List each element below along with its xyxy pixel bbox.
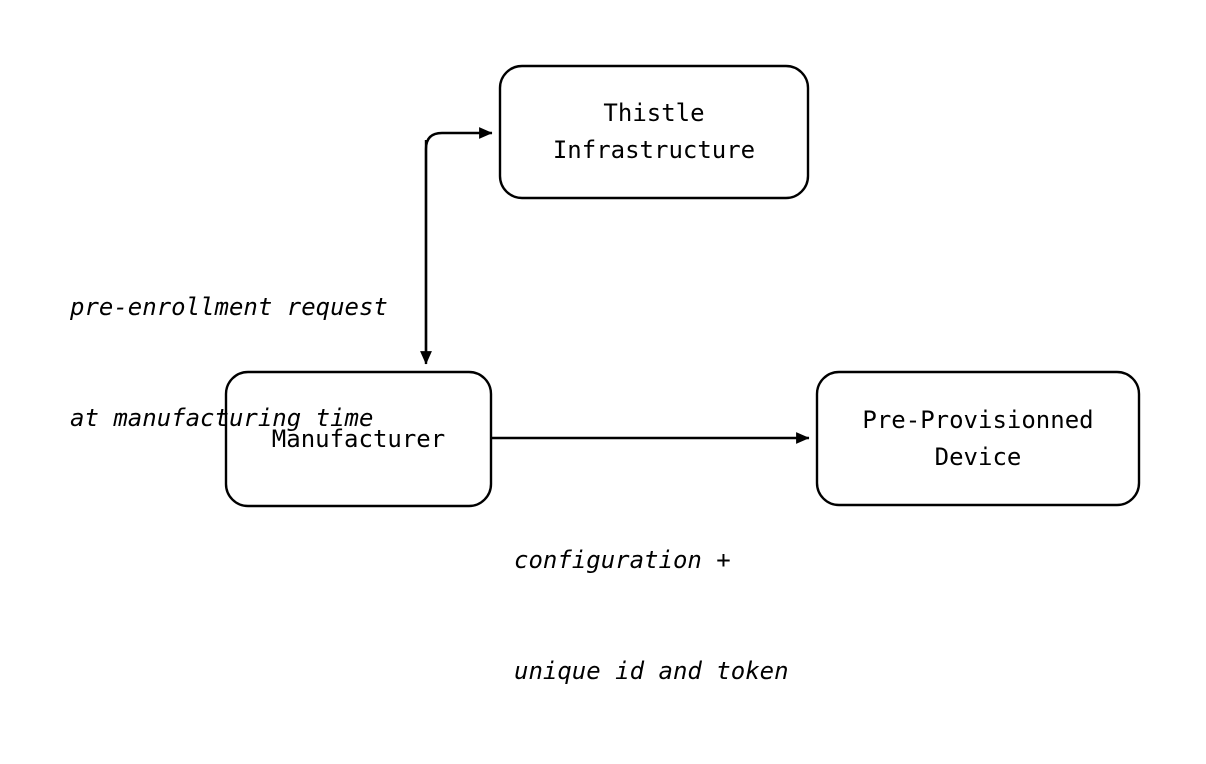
node-label-line: Device — [934, 442, 1022, 471]
node-label-thistle-infrastructure: Thistle Infrastructure — [500, 66, 808, 198]
edge-label-line: configuration + — [514, 546, 731, 574]
node-label-line: Infrastructure — [552, 136, 756, 164]
edge-label-line: pre-enrollment request — [70, 293, 388, 321]
node-label-line: Manufacturer — [271, 424, 446, 453]
node-label-pre-provisionned-device: Pre-Provisionned Device — [817, 372, 1139, 505]
diagram-graphics — [224, 64, 1141, 508]
node-label-line: Pre-Provisionned — [862, 405, 1094, 434]
node-box-pre-provisionned-device[interactable] — [815, 370, 1141, 507]
node-label-manufacturer: Manufacturer — [226, 372, 491, 506]
edge-line-pre-enrollment-to-thistle — [424, 127, 493, 360]
edge-label-line: at manufacturing time — [70, 404, 374, 432]
edge-label-pre-enrollment: pre-enrollment request at manufacturing … — [70, 215, 388, 511]
node-label-line: Thistle — [603, 99, 705, 127]
node-box-thistle-infrastructure[interactable] — [498, 64, 810, 200]
diagram-canvas: Thistle Infrastructure Manufacturer Pre-… — [70, 64, 1141, 685]
edge-label-line: unique id and token — [514, 657, 789, 685]
edge-label-configuration: configuration + unique id and token — [514, 468, 789, 764]
